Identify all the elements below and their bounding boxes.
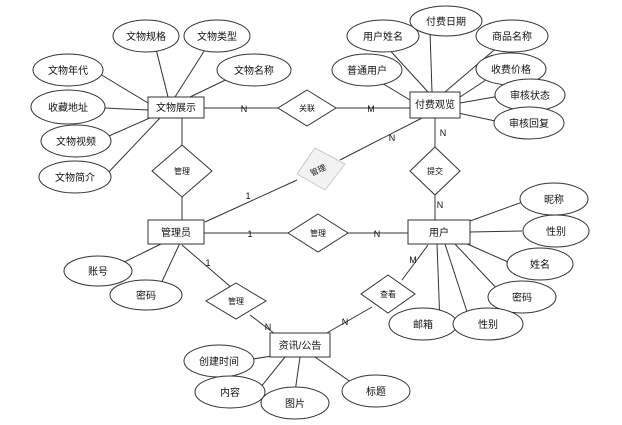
cardinality-label: M [367, 104, 375, 114]
relation-chakan-label: 查看 [380, 289, 396, 299]
entity-admin-label: 管理员 [161, 226, 191, 239]
relation-guanli-wenwu[interactable]: 管理 [151, 144, 213, 198]
entity-fukuan-label: 付费观览 [415, 98, 455, 111]
cardinality-label: 1 [245, 191, 250, 201]
attribute-ellipse[interactable]: 密码 [487, 280, 557, 314]
attribute-ellipse[interactable]: 账号 [63, 255, 133, 287]
attributes-wenwu: 文物规格 文物类型 文物年代 文物名称 收藏地址 文物视频 文物简介 [30, 19, 292, 194]
attribute-label: 性别 [546, 225, 566, 238]
entity-wenwu-label: 文物展示 [156, 101, 196, 114]
attribute-label: 文物简介 [55, 171, 95, 184]
attribute-label: 文物名称 [234, 64, 274, 77]
attribute-ellipse[interactable]: 文物简介 [38, 160, 112, 194]
entity-wenwu[interactable]: 文物展示 [147, 96, 205, 119]
relation-guanli-user-label: 管理 [310, 228, 326, 238]
relation-guanlian-label: 关联 [299, 103, 315, 113]
cardinality-label: N [437, 200, 444, 210]
attribute-label: 性别 [478, 318, 498, 331]
cardinality-label: 1 [247, 229, 252, 239]
entity-news[interactable]: 资讯/公告 [269, 332, 331, 358]
attribute-label: 用户姓名 [363, 30, 403, 43]
attribute-label: 审核回复 [509, 117, 549, 130]
attribute-ellipse[interactable]: 性别 [452, 307, 524, 341]
cardinality-label: N [241, 104, 248, 114]
attribute-ellipse[interactable]: 文物名称 [216, 53, 292, 87]
attribute-label: 邮箱 [413, 318, 433, 331]
attribute-label: 账号 [88, 266, 108, 278]
attribute-ellipse[interactable]: 图片 [260, 386, 330, 420]
attribute-ellipse[interactable]: 审核回复 [493, 106, 565, 140]
cardinality-label: 1 [205, 258, 210, 268]
attribute-label: 文物规格 [126, 30, 166, 43]
attribute-ellipse[interactable]: 邮箱 [388, 307, 458, 341]
attribute-ellipse[interactable]: 昵称 [519, 182, 589, 216]
attribute-ellipse[interactable]: 创建时间 [183, 344, 255, 378]
attribute-ellipse[interactable]: 文物年代 [32, 53, 104, 87]
attribute-label: 收藏地址 [48, 101, 88, 114]
attribute-label: 内容 [220, 386, 240, 399]
attribute-label: 姓名 [530, 258, 550, 271]
attribute-label: 文物年代 [48, 64, 88, 77]
relation-guanli-wenwu-label: 管理 [174, 166, 190, 176]
cardinality-label: N [440, 128, 447, 138]
attribute-label: 昵称 [544, 193, 564, 206]
attribute-ellipse[interactable]: 商品名称 [475, 19, 549, 53]
attribute-ellipse[interactable]: 文物类型 [183, 19, 251, 53]
attribute-label: 密码 [512, 291, 532, 304]
entity-fukuan[interactable]: 付费观览 [409, 91, 461, 119]
attribute-label: 付费日期 [426, 15, 466, 28]
attribute-ellipse[interactable]: 标题 [341, 374, 411, 408]
entity-news-label: 资讯/公告 [279, 339, 322, 352]
cardinality-label: M [409, 255, 417, 265]
attribute-label: 图片 [285, 397, 305, 410]
attributes-news: 创建时间 内容 图片 标题 [183, 344, 411, 420]
attribute-label: 密码 [136, 289, 156, 302]
cardinality-label: N [374, 229, 381, 239]
entity-user-label: 用户 [429, 226, 449, 239]
cardinality-label: N [389, 133, 396, 143]
relation-guanli-user[interactable]: 管理 [287, 213, 349, 253]
attributes-user: 昵称 性别 姓名 密码 邮箱 性别 [388, 182, 590, 341]
relation-chakan[interactable]: 查看 [360, 274, 416, 314]
relation-guanli-news[interactable]: 管理 [205, 282, 267, 320]
attribute-ellipse[interactable]: 性别 [522, 214, 590, 248]
attribute-ellipse[interactable]: 文物视频 [40, 124, 112, 158]
relation-tijiao-label: 提交 [427, 166, 443, 176]
attribute-ellipse[interactable]: 收藏地址 [30, 89, 106, 125]
attribute-ellipse[interactable]: 普通用户 [331, 53, 403, 87]
relation-guanli-news-label: 管理 [228, 296, 244, 306]
attribute-label: 文物视频 [56, 135, 96, 148]
attributes-fukuan: 用户姓名 付费日期 商品名称 普通用户 收费价格 审核状态 审核回复 [331, 5, 566, 140]
entity-admin[interactable]: 管理员 [147, 219, 205, 245]
attribute-label: 普通用户 [347, 64, 387, 77]
attribute-ellipse[interactable]: 密码 [109, 279, 183, 311]
attribute-ellipse[interactable]: 审核状态 [494, 78, 566, 112]
attribute-ellipse[interactable]: 付费日期 [409, 5, 483, 37]
attribute-label: 审核状态 [510, 89, 550, 102]
attribute-ellipse[interactable]: 姓名 [506, 247, 574, 281]
relation-guanli-fukuan[interactable]: 管理 [296, 147, 346, 191]
attribute-label: 创建时间 [199, 355, 239, 368]
attribute-ellipse[interactable]: 用户姓名 [346, 19, 420, 53]
attributes-admin: 账号 密码 [63, 255, 183, 311]
attribute-ellipse[interactable]: 文物规格 [112, 19, 180, 53]
cardinality-label: N [265, 322, 272, 332]
attribute-label: 标题 [366, 386, 386, 398]
relation-guanlian[interactable]: 关联 [277, 89, 337, 127]
attribute-ellipse[interactable]: 内容 [194, 375, 266, 409]
attribute-ellipse[interactable]: 收费价格 [475, 52, 547, 86]
cardinality-label: N [342, 317, 349, 327]
entity-user[interactable]: 用户 [407, 219, 471, 245]
relation-tijiao[interactable]: 提交 [409, 146, 461, 196]
attribute-label: 商品名称 [492, 30, 532, 43]
attribute-label: 文物类型 [197, 30, 237, 43]
attribute-label: 收费价格 [491, 63, 531, 76]
cardinality-labels: N M N N 1 N 1 N 1 N N M [205, 104, 446, 332]
